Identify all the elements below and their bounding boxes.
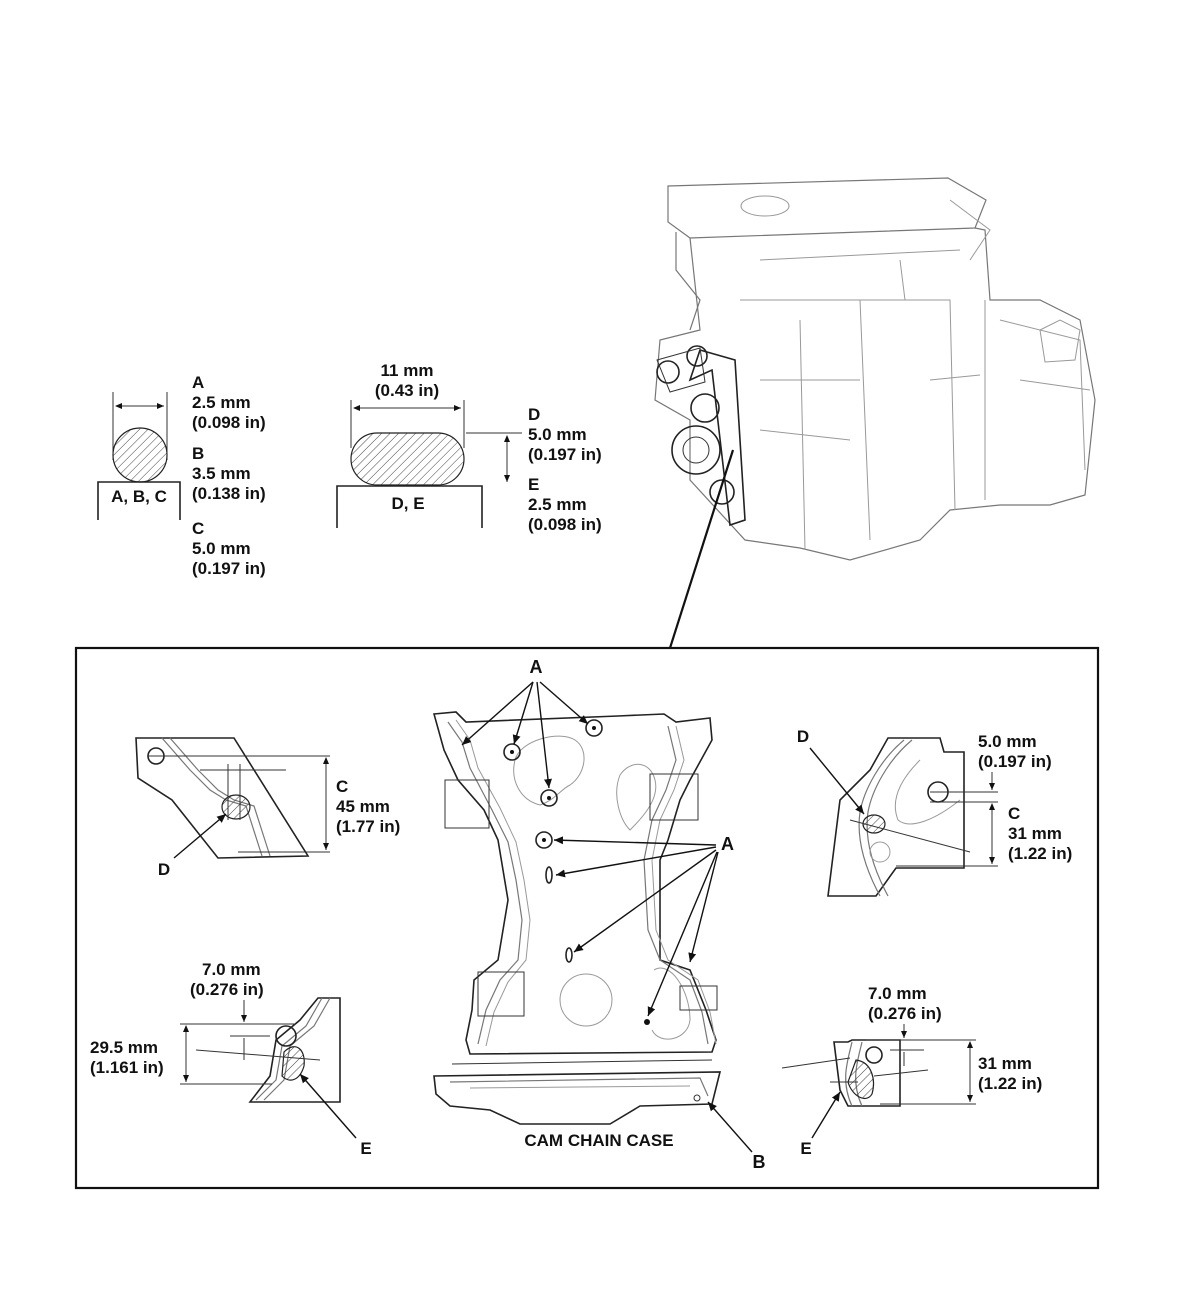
bl-offset-in: (0.276 in) xyxy=(190,980,264,999)
spec-a-inch: (0.098 in) xyxy=(192,413,266,432)
br-mm: 31 mm xyxy=(978,1054,1032,1073)
spec-c-mm: 5.0 mm xyxy=(192,539,251,558)
br-offset-in: (0.276 in) xyxy=(868,1004,942,1023)
spec-c-inch: (0.197 in) xyxy=(192,559,266,578)
tl-mm: 45 mm xyxy=(336,797,390,816)
tl-inch: (1.77 in) xyxy=(336,817,400,836)
locator-top-right xyxy=(649,773,699,821)
tr-offset-mm: 5.0 mm xyxy=(978,732,1037,751)
arrows-a-right xyxy=(553,836,719,1017)
locator-bottom-left xyxy=(477,971,525,1017)
tr-inch: (1.22 in) xyxy=(1008,844,1072,863)
locator-bottom-right xyxy=(679,985,718,1011)
round-bead-icon xyxy=(112,427,168,483)
detail-top-right: 5.0 mm (0.197 in) C 31 mm (1.22 in) D xyxy=(797,727,1072,897)
bl-inch: (1.161 in) xyxy=(90,1058,164,1077)
label-a-right: A xyxy=(721,834,734,854)
tr-mm: 31 mm xyxy=(1008,824,1062,843)
spec-b-mm: 3.5 mm xyxy=(192,464,251,483)
round-bead-section: A, B, C A 2.5 mm (0.098 in) B 3.5 mm (0.… xyxy=(97,373,266,578)
flat-width-mm: 11 mm xyxy=(381,361,434,380)
detail-frame xyxy=(74,646,1100,1190)
spec-e-inch: (0.098 in) xyxy=(528,515,602,534)
spec-a-letter: A xyxy=(192,373,204,392)
bl-bead: E xyxy=(360,1139,371,1158)
bl-mm: 29.5 mm xyxy=(90,1038,158,1057)
spec-b-letter: B xyxy=(192,444,204,463)
case-caption: CAM CHAIN CASE xyxy=(524,1131,673,1150)
tr-letter: C xyxy=(1008,804,1020,823)
spec-e-mm: 2.5 mm xyxy=(528,495,587,514)
detail-bottom-left: 7.0 mm (0.276 in) 29.5 mm (1.161 in) E xyxy=(90,960,372,1158)
flat-bead-section: 11 mm (0.43 in) D, E D 5.0 mm (0.197 in)… xyxy=(336,361,602,534)
br-offset-mm: 7.0 mm xyxy=(868,984,927,1003)
bl-offset-mm: 7.0 mm xyxy=(202,960,261,979)
detail-top-left: C 45 mm (1.77 in) D xyxy=(135,737,400,879)
spec-d-mm: 5.0 mm xyxy=(528,425,587,444)
arrow-b xyxy=(707,1101,753,1153)
spec-e-letter: E xyxy=(528,475,539,494)
tl-bead: D xyxy=(158,860,170,879)
br-inch: (1.22 in) xyxy=(978,1074,1042,1093)
flat-bead-icon xyxy=(350,432,465,486)
arrows-a-top xyxy=(461,681,589,789)
spec-d-letter: D xyxy=(528,405,540,424)
tr-bead: D xyxy=(797,727,809,746)
flat-bead-caption: D, E xyxy=(391,494,424,513)
br-bead: E xyxy=(800,1139,811,1158)
flat-width-in: (0.43 in) xyxy=(375,381,439,400)
locator-top-left xyxy=(444,779,490,829)
engine-illustration xyxy=(654,177,1096,561)
round-bead-caption: A, B, C xyxy=(111,487,167,506)
label-b: B xyxy=(753,1152,766,1172)
spec-a-mm: 2.5 mm xyxy=(192,393,251,412)
spec-b-inch: (0.138 in) xyxy=(192,484,266,503)
spec-c-letter: C xyxy=(192,519,204,538)
engine-leader-line xyxy=(668,449,735,649)
tr-offset-in: (0.197 in) xyxy=(978,752,1052,771)
label-a-top: A xyxy=(530,657,543,677)
spec-d-inch: (0.197 in) xyxy=(528,445,602,464)
tl-letter: C xyxy=(336,777,348,796)
cam-chain-case: CAM CHAIN CASE xyxy=(432,711,722,1150)
detail-bottom-right: 7.0 mm (0.276 in) 31 mm (1.22 in) E xyxy=(781,984,1042,1158)
